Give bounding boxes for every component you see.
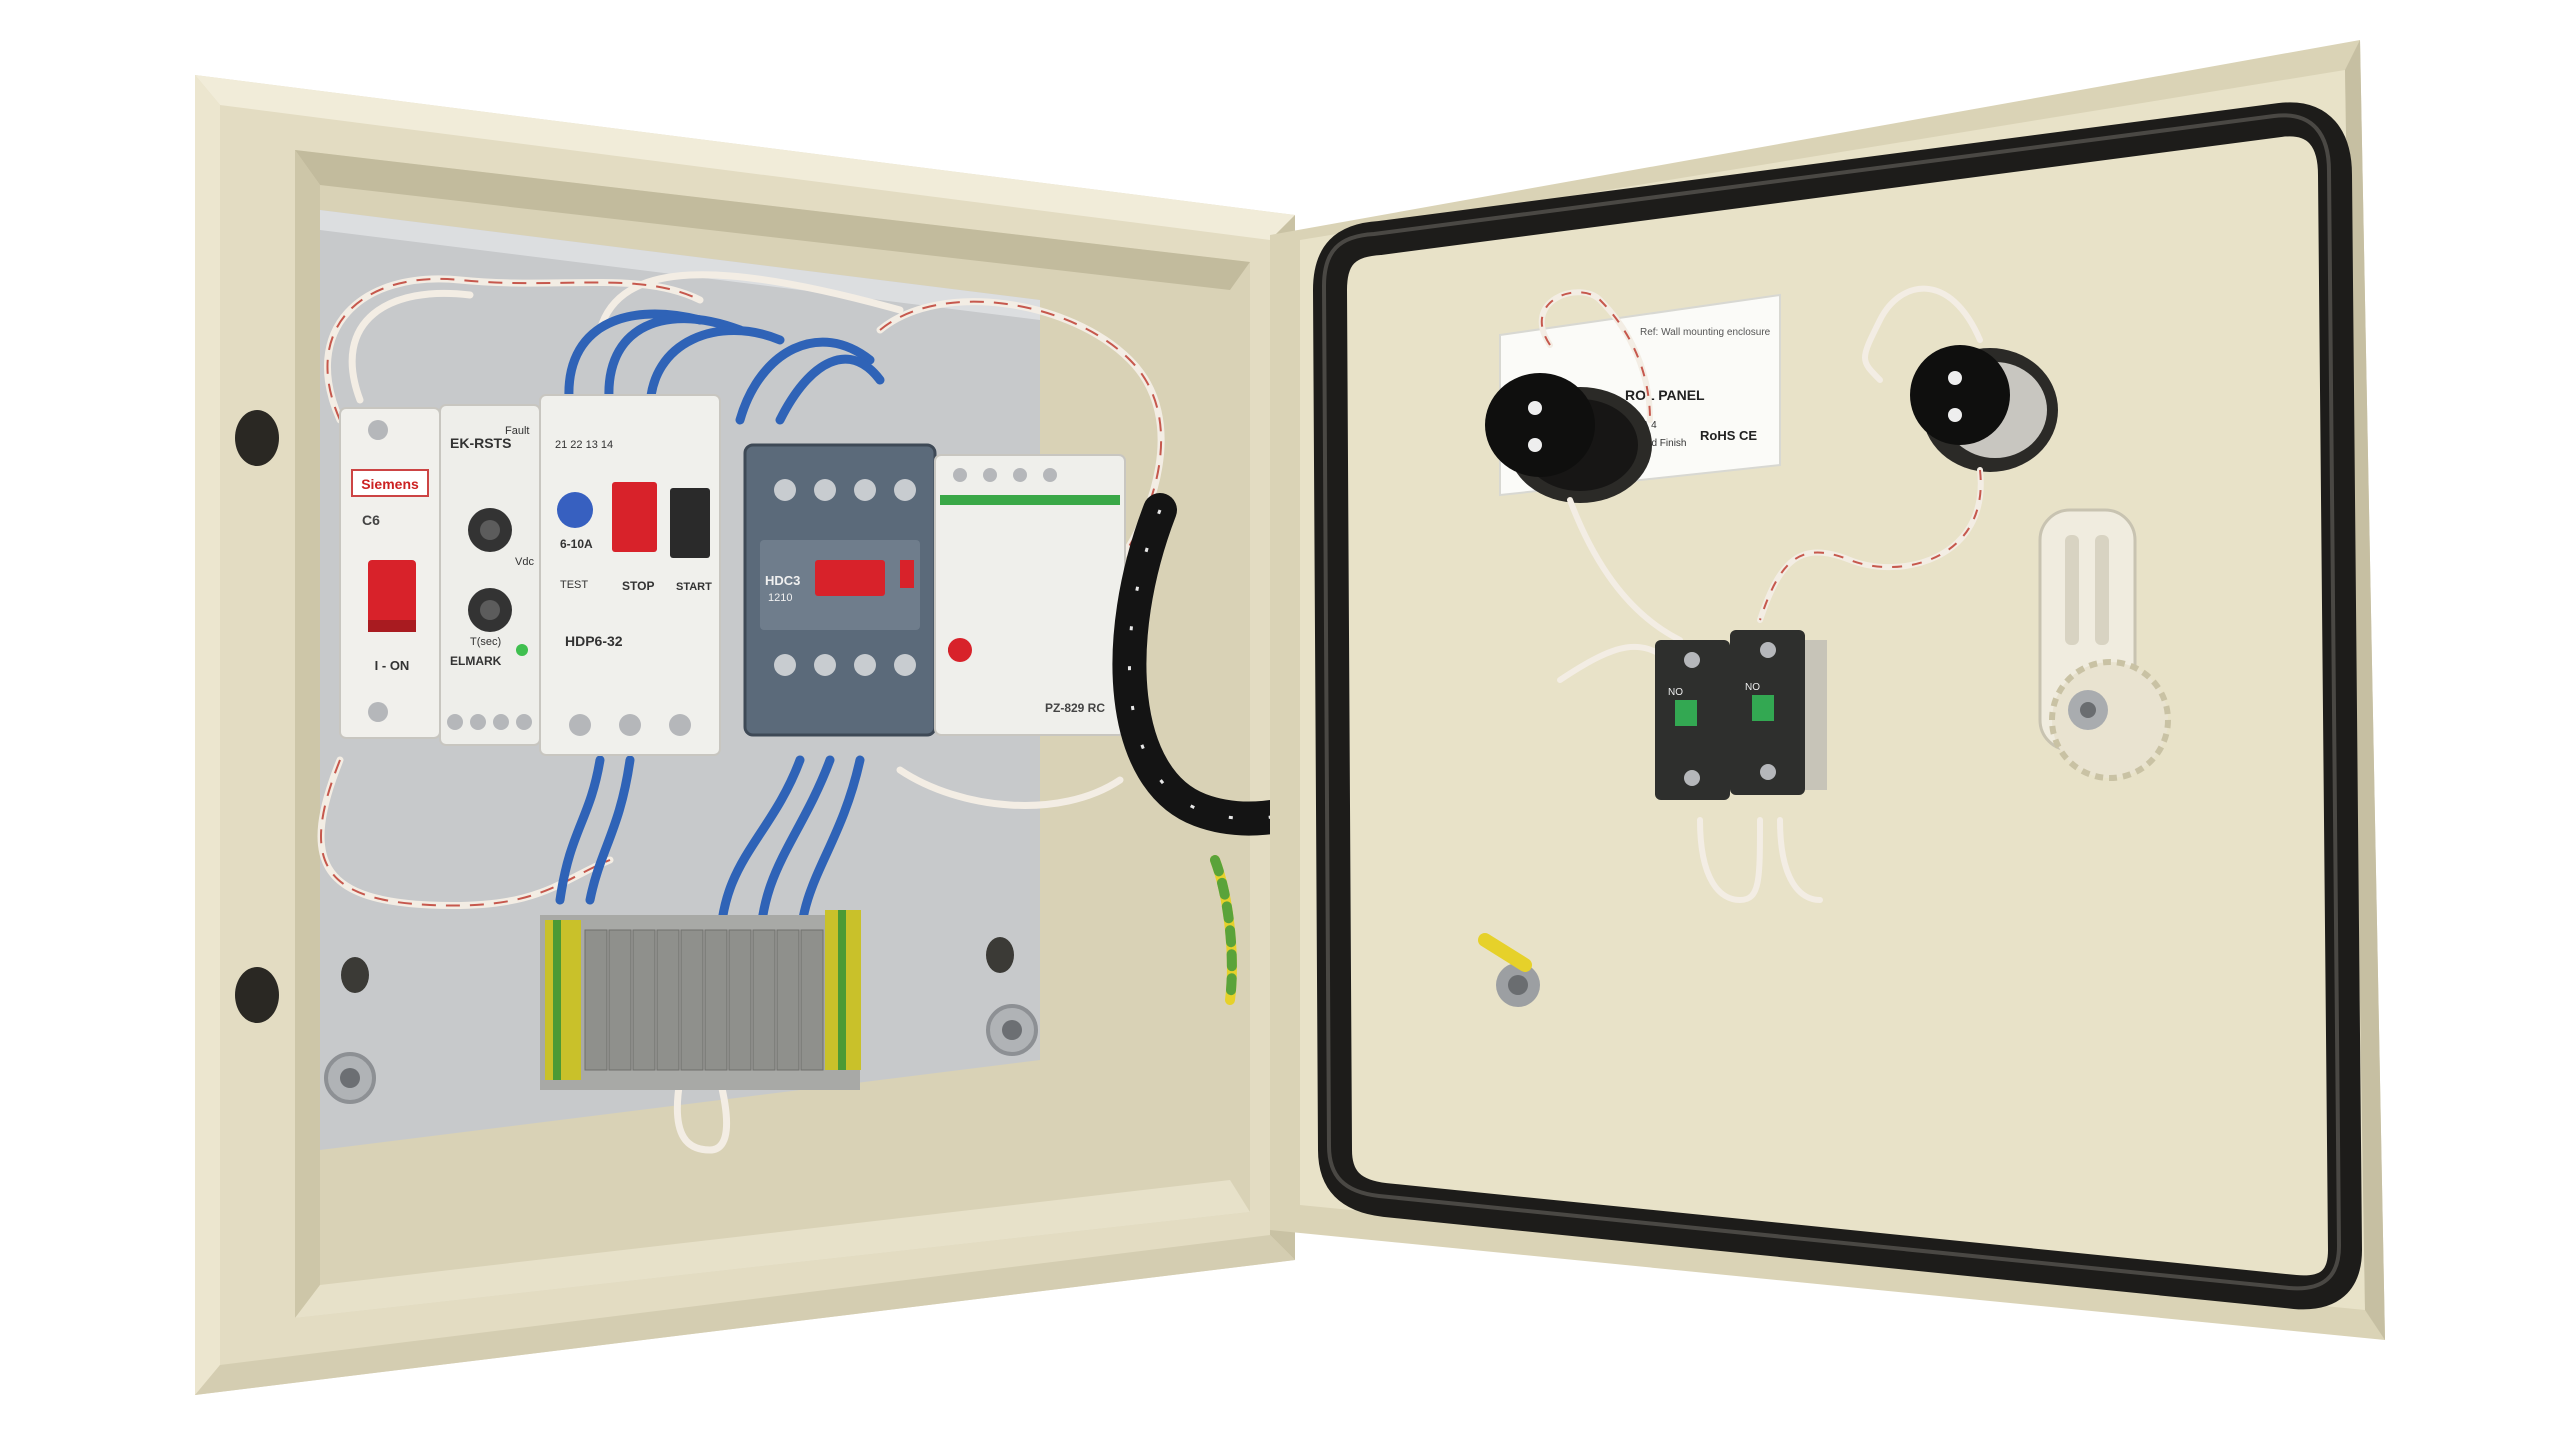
mpcb-model-label: HDP6-32 [565,633,623,649]
contact-block-2: NO [1730,630,1827,795]
timer-relay-module: EK-RSTS Fault Vdc T(sec) ELMARK [439,404,541,746]
pilot-lamp-right [1910,345,2058,472]
mpcb-range-label: 6-10A [560,537,593,551]
door-gasket [1313,102,2362,1310]
mounting-hole [235,410,279,466]
phase-relay-led [948,638,972,662]
mcb-toggle [368,560,416,632]
mpcb-stop-button [612,482,657,552]
sticker-marks: RoHS CE [1700,428,1757,443]
mcb-brand-label: Siemens [361,476,419,492]
contactor-code-label: 1210 [768,592,792,604]
relay-time-label: T(sec) [470,636,501,648]
door-latch [2038,508,2171,781]
contactor: HDC3 1210 [743,443,937,737]
relay-vdc-label: Vdc [515,556,534,568]
mpcb-dial [557,492,593,528]
mpcb-stop-label: STOP [622,579,654,593]
contact-label-2: NO [1745,682,1760,693]
miniature-circuit-breaker: Siemens C6 I - ON [339,407,441,739]
contactor-model-label: HDC3 [765,573,800,588]
sticker-line-2: ROL PANEL [1625,387,1705,403]
contactor-indicator [815,560,885,596]
relay-fault-label: Fault [505,425,529,437]
mpcb-start-label: START [676,581,712,593]
phase-monitor-relay: PZ-829 RC [934,454,1126,736]
terminal-block-rail [540,910,861,1090]
contact-block-1: NO [1655,640,1730,800]
relay-brand-label: ELMARK [450,654,502,668]
earth-terminal-left [545,920,581,1080]
relay-model-label: EK-RSTS [450,435,511,451]
contact-label-1: NO [1668,687,1683,698]
mcb-on-label: I - ON [375,658,410,673]
mpcb-start-button [670,488,710,558]
pilot-lamp-left [1485,373,1652,503]
phase-relay-model-label: PZ-829 RC [1045,701,1105,715]
door-wiring-red-trace [1541,291,1982,621]
mpcb-test-label: TEST [560,579,588,591]
mcb-rating-label: C6 [362,512,380,528]
earth-stud [1478,933,1540,1007]
mpcb-terminals-label: 21 22 13 14 [555,439,613,451]
mounting-hole [235,967,279,1023]
sticker-line-1: Ref: Wall mounting enclosure [1640,327,1771,338]
wire-harness-blue [555,309,885,955]
motor-protection-breaker: 21 22 13 14 6-10A TEST STOP START HDP6-3… [539,394,721,756]
